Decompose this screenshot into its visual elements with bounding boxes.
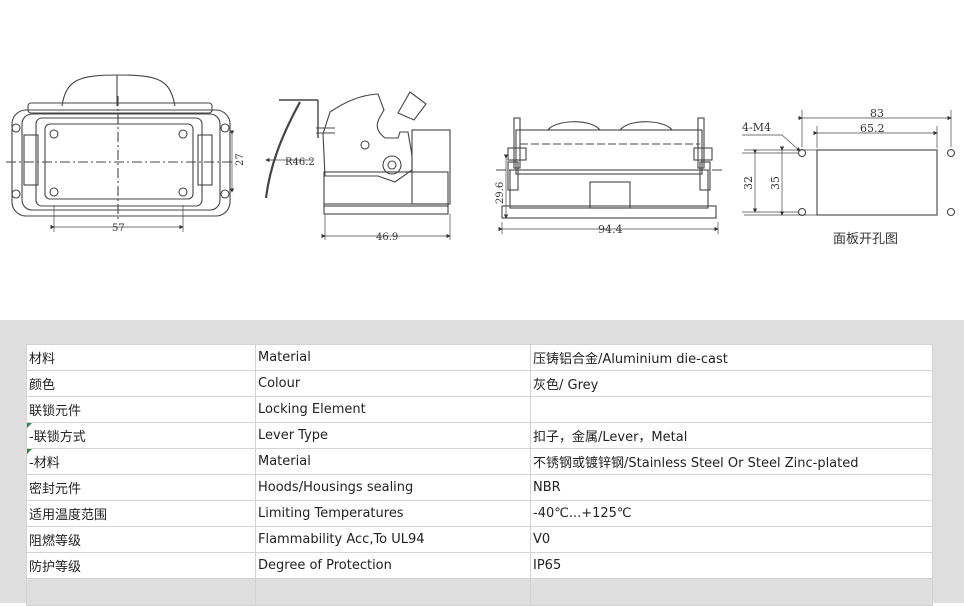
dim-27: 27 [235,153,246,166]
dim-4-m4: 4-M4 [742,121,771,134]
table-row: -联锁方式 Lever Type 扣子，金属/Lever，Metal [26,422,933,449]
spec-cn-label: 材料 [26,344,256,371]
spec-en-label: Colour [255,370,531,397]
dim-46-9: 46.9 [376,232,398,243]
panel-cutout-view [742,110,956,217]
spec-en-label: Hoods/Housings sealing [255,474,531,501]
spec-value: 扣子，金属/Lever，Metal [530,422,933,449]
table-row: 阻燃等级 Flammability Acc,To UL94 V0 [26,526,933,553]
table-row: 联锁元件 Locking Element [26,396,933,423]
dim-32: 32 [742,176,755,190]
spec-en-label: Degree of Protection [255,552,531,579]
spec-table: 材料 Material 压铸铝合金/Aluminium die-cast 颜色 … [26,344,933,606]
front-view [6,74,235,232]
spec-value: 压铸铝合金/Aluminium die-cast [530,344,933,371]
spec-en-label: Locking Element [255,396,531,423]
table-row-empty [26,578,933,606]
table-row: -材料 Material 不锈钢或镀锌钢/Stainless Steel Or … [26,448,933,475]
spec-en-label: Limiting Temperatures [255,500,531,527]
table-row: 防护等级 Degree of Protection IP65 [26,552,933,579]
spec-cn-label: 阻燃等级 [26,526,256,553]
top-view [496,117,722,234]
empty-cell [255,578,531,606]
spec-cn-label: 颜色 [26,370,256,397]
table-row: 适用温度范围 Limiting Temperatures -40℃...+125… [26,500,933,527]
spec-en-label: Material [255,448,531,475]
dim-65-2: 65.2 [860,122,885,135]
spec-value [530,396,933,423]
spec-value: V0 [530,526,933,553]
spec-en-label: Flammability Acc,To UL94 [255,526,531,553]
dim-83: 83 [870,107,884,120]
spec-value: 灰色/ Grey [530,370,933,397]
table-row: 密封元件 Hoods/Housings sealing NBR [26,474,933,501]
empty-cell [530,578,933,606]
dim-29-6: 29.6 [495,182,506,204]
dim-57: 57 [112,223,125,234]
spec-value: 不锈钢或镀锌钢/Stainless Steel Or Steel Zinc-pl… [530,448,933,475]
spec-cn-label: -联锁方式 [26,422,256,449]
spec-value: NBR [530,474,933,501]
spec-en-label: Lever Type [255,422,531,449]
spec-cn-label: 适用温度范围 [26,500,256,527]
spec-section: 材料 Material 压铸铝合金/Aluminium die-cast 颜色 … [0,320,964,606]
spec-cn-label: 联锁元件 [26,396,256,423]
table-row: 颜色 Colour 灰色/ Grey [26,370,933,397]
table-row: 材料 Material 压铸铝合金/Aluminium die-cast [26,344,933,371]
spec-value: IP65 [530,552,933,579]
dim-35: 35 [769,176,782,190]
panel-cutout-caption: 面板开孔图 [833,232,898,247]
technical-drawing: 57 27 R46.2 46.9 94.4 [6,74,956,247]
spec-cn-label: -材料 [26,448,256,475]
empty-cell [26,578,256,606]
dim-94-4: 94.4 [598,223,623,236]
spec-value: -40℃...+125℃ [530,500,933,527]
spec-cn-label: 密封元件 [26,474,256,501]
dim-r46-2: R46.2 [285,157,315,168]
spec-en-label: Material [255,344,531,371]
spec-cn-label: 防护等级 [26,552,256,579]
side-view [264,91,451,240]
